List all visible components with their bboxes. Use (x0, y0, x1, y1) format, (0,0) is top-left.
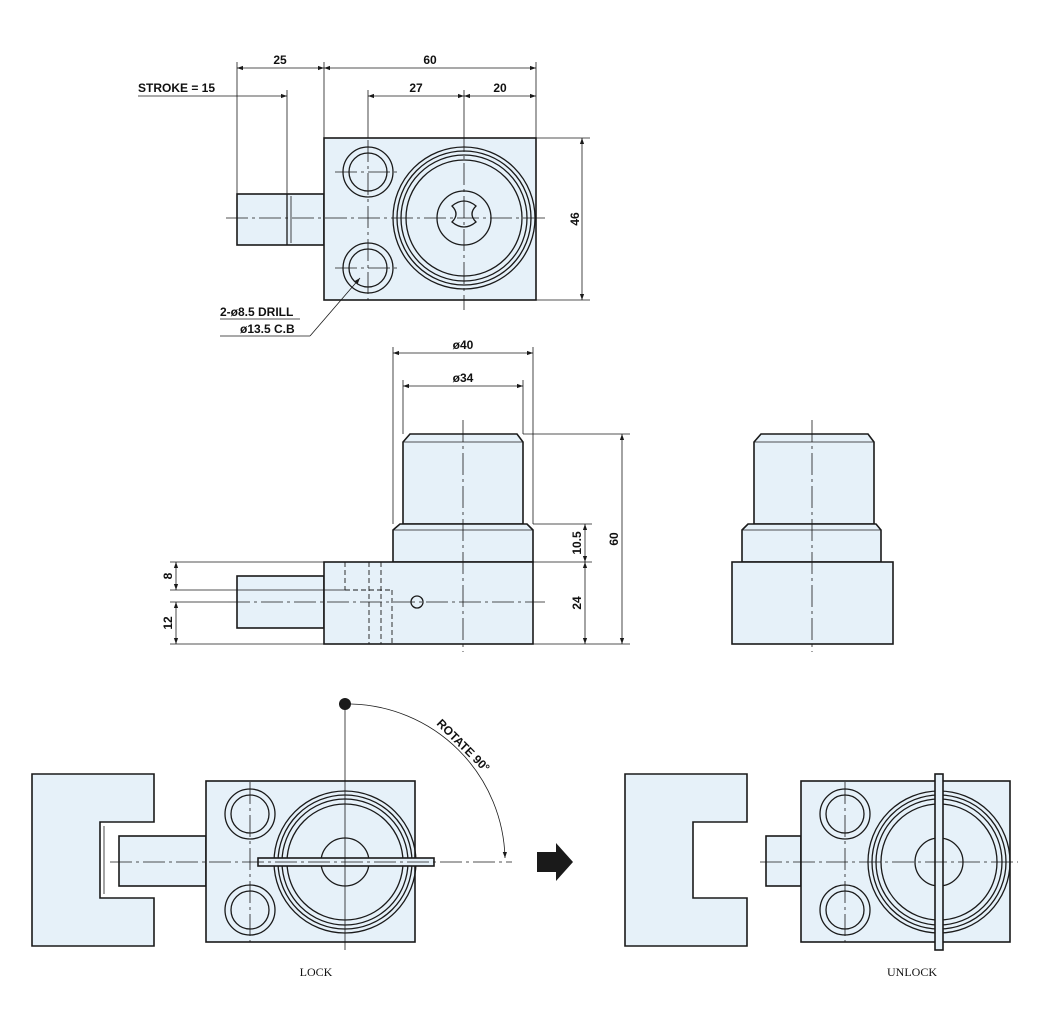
dim-60-height: 60 (607, 532, 621, 546)
side-view-head (753, 433, 875, 525)
unlock-plunger (765, 835, 802, 887)
pivot-dot (339, 698, 351, 710)
side-view (731, 420, 894, 652)
lock-plunger (118, 835, 207, 887)
dim-20: 20 (493, 81, 507, 95)
top-view-plunger (236, 193, 325, 246)
counterbore-label: ø13.5 C.B (240, 322, 295, 336)
dim-60: 60 (423, 53, 437, 67)
drill-label: 2-ø8.5 DRILL (220, 305, 293, 319)
right-arrow-icon (537, 843, 573, 881)
dim-dia-34: ø34 (453, 371, 474, 385)
top-view: 25 60 27 20 STROKE = 15 46 2-ø8.5 DRILL … (138, 53, 590, 337)
front-view: ø40 ø34 10.5 24 60 8 12 (161, 338, 630, 652)
unlock-view: UNLOCK (624, 773, 1018, 979)
rotate-arc (350, 703, 507, 859)
dim-24: 24 (570, 596, 584, 610)
front-view-body (323, 561, 534, 645)
lock-workpiece (31, 773, 155, 947)
unlock-body (800, 780, 1011, 943)
rotate-label: ROTATE 90° (434, 716, 493, 775)
dim-stroke: STROKE = 15 (138, 81, 215, 95)
lock-view: ROTATE 90° LOCK (31, 698, 512, 979)
side-view-body (731, 561, 894, 645)
lock-label: LOCK (300, 965, 333, 979)
dim-8: 8 (161, 572, 175, 579)
dim-25: 25 (273, 53, 287, 67)
dim-46: 46 (568, 212, 582, 226)
dim-12: 12 (161, 616, 175, 630)
dim-dia-40: ø40 (453, 338, 474, 352)
unlock-label: UNLOCK (887, 965, 937, 979)
dim-27: 27 (409, 81, 423, 95)
dim-10-5: 10.5 (570, 531, 584, 555)
socket-icon (451, 200, 477, 228)
unlock-workpiece (624, 773, 748, 947)
